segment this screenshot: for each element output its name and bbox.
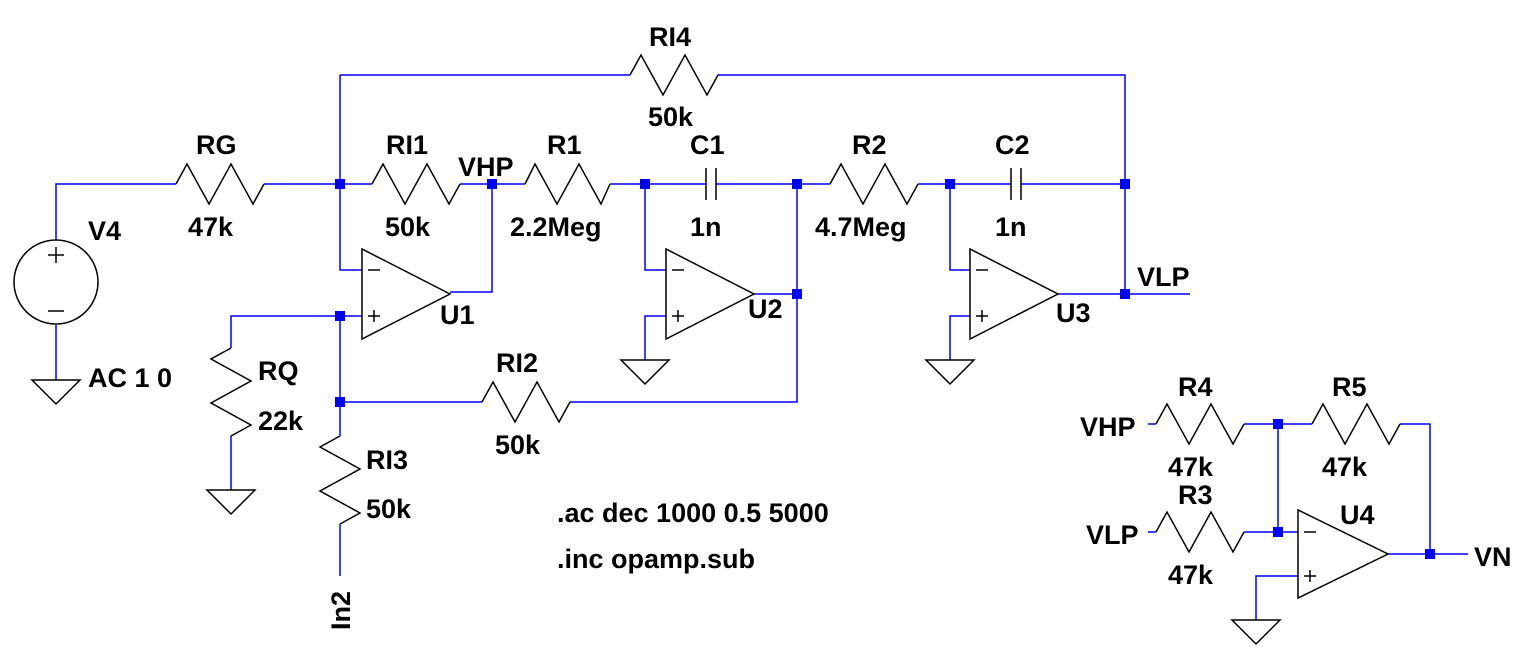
junction-dot (335, 397, 345, 407)
net-label-vlp: VLP (1137, 262, 1190, 292)
resistor-r5[interactable] (1311, 402, 1401, 446)
label-c1-name: C1 (690, 130, 725, 160)
label-r2-name: R2 (852, 130, 887, 160)
opamp-u1[interactable] (361, 247, 452, 341)
labels: V4 AC 1 0 RG 47k RI1 50k R1 2.2Meg C1 1n… (88, 22, 1512, 630)
resistors (175, 53, 1401, 554)
resistor-ri1[interactable] (371, 162, 461, 206)
resistor-rg[interactable] (175, 162, 265, 206)
net-label-vlp-in: VLP (1086, 520, 1139, 550)
label-r5-name: R5 (1332, 372, 1367, 402)
label-r2-value: 4.7Meg (815, 212, 907, 242)
label-r1-value: 2.2Meg (510, 212, 602, 242)
net-label-vhp: VHP (458, 152, 514, 182)
opamps (361, 247, 1390, 600)
label-ri3-name: RI3 (366, 445, 408, 475)
label-u3-name: U3 (1056, 298, 1091, 328)
label-rg-name: RG (196, 130, 237, 160)
label-ri1-name: RI1 (386, 130, 428, 160)
wire (570, 184, 798, 403)
label-ri3-value: 50k (366, 494, 412, 524)
junctions (335, 179, 1435, 559)
capacitors (705, 168, 1022, 200)
wire (230, 315, 362, 348)
resistor-ri4[interactable] (629, 53, 719, 97)
junction-dot (792, 179, 802, 189)
resistor-ri3[interactable] (318, 435, 362, 525)
wire (644, 315, 666, 360)
capacitor-c2[interactable] (1010, 168, 1022, 200)
label-u4-name: U4 (1340, 500, 1375, 530)
wire (949, 184, 970, 271)
junction-dot (945, 179, 955, 189)
ground-icon (30, 379, 82, 406)
grounds (30, 359, 1282, 646)
label-r4-value: 47k (1168, 452, 1214, 482)
resistor-r4[interactable] (1155, 402, 1245, 446)
ground-icon (205, 489, 257, 516)
resistor-rq[interactable] (209, 347, 253, 437)
ground-icon (1230, 619, 1282, 646)
junction-dot (640, 179, 650, 189)
ground-icon (924, 359, 976, 386)
junction-dot (792, 289, 802, 299)
wire (644, 184, 666, 271)
label-rq-value: 22k (258, 406, 304, 436)
junction-dot (335, 311, 345, 321)
label-u1-name: U1 (440, 300, 475, 330)
capacitor-c1[interactable] (705, 168, 717, 200)
junction-dot (1273, 527, 1283, 537)
label-v4-value: AC 1 0 (88, 363, 172, 393)
label-ri4-name: RI4 (649, 22, 691, 52)
label-r5-value: 47k (1322, 452, 1368, 482)
junction-dot (1425, 549, 1435, 559)
resistor-r2[interactable] (829, 162, 919, 206)
junction-dot (335, 179, 345, 189)
label-v4-name: V4 (88, 216, 121, 246)
opamp-u3[interactable] (969, 247, 1060, 341)
label-ri1-value: 50k (385, 212, 431, 242)
wires (55, 74, 1468, 620)
junction-dot (1120, 179, 1130, 189)
label-c2-name: C2 (995, 130, 1030, 160)
label-ri2-name: RI2 (496, 348, 538, 378)
opamp-u4[interactable] (1297, 508, 1390, 600)
label-ri4-value: 50k (648, 102, 694, 132)
junction-dot (487, 179, 497, 189)
label-r3-value: 47k (1168, 560, 1214, 590)
label-ri2-value: 50k (495, 430, 541, 460)
resistor-r1[interactable] (524, 162, 611, 206)
label-r1-name: R1 (547, 130, 582, 160)
wire (450, 184, 493, 293)
net-label-in2: In2 (326, 591, 356, 630)
wire (718, 74, 1126, 294)
wire (339, 75, 362, 271)
voltage-source-v4[interactable] (13, 239, 99, 325)
label-rg-value: 47k (188, 212, 234, 242)
junction-dot (1273, 419, 1283, 429)
net-label-vhp-in: VHP (1080, 412, 1136, 442)
label-rq-name: RQ (258, 356, 299, 386)
resistor-ri2[interactable] (481, 380, 571, 424)
wire (949, 315, 970, 360)
label-u2-name: U2 (748, 294, 783, 324)
net-label-vn: VN (1474, 542, 1512, 572)
resistor-r3[interactable] (1155, 510, 1245, 554)
wire (1400, 423, 1431, 554)
wire (55, 183, 176, 240)
label-c2-value: 1n (995, 212, 1027, 242)
spice-directive: .ac dec 1000 0.5 5000 (557, 498, 829, 528)
ground-icon (619, 359, 671, 386)
wire (1255, 575, 1298, 620)
label-r4-name: R4 (1178, 372, 1213, 402)
label-c1-value: 1n (690, 212, 722, 242)
spice-directive: .inc opamp.sub (557, 544, 755, 574)
opamp-u2[interactable] (665, 247, 756, 341)
junction-dot (1120, 289, 1130, 299)
label-r3-name: R3 (1178, 480, 1213, 510)
